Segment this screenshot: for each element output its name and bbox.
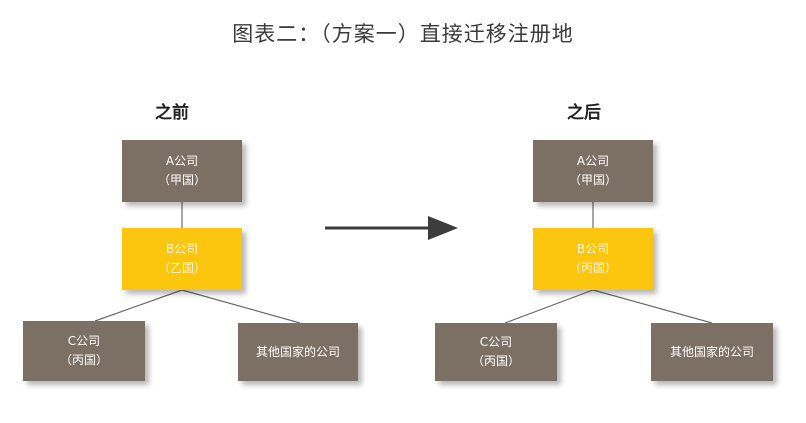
before-company-a-name: A公司 — [165, 154, 199, 168]
after-company-a-box: A公司 （甲国） — [533, 140, 653, 202]
before-other-company-box: 其他国家的公司 — [238, 323, 358, 381]
before-b-c-line — [94, 289, 183, 322]
before-company-c-name: C公司 — [67, 334, 101, 348]
after-company-a-name: A公司 — [576, 154, 610, 168]
diagram-title: 图表二：（方案一）直接迁移注册地 — [232, 22, 574, 46]
after-company-c-box: C公司 （丙国） — [435, 323, 557, 381]
before-company-a-country: （甲国） — [157, 173, 206, 187]
after-other-company-box: 其他国家的公司 — [651, 323, 773, 381]
after-company-c-country: （丙国） — [471, 354, 520, 368]
after-company-b-name: B公司 — [576, 242, 610, 256]
after-b-other-line — [592, 289, 713, 324]
before-company-b-box: B公司 （乙国） — [122, 228, 242, 290]
before-company-c-box: C公司 （丙国） — [23, 321, 145, 381]
before-company-a-box: A公司 （甲国） — [122, 140, 242, 202]
before-company-b-country: （乙国） — [157, 261, 206, 275]
before-label: 之前 — [155, 103, 189, 123]
after-other-company-name: 其他国家的公司 — [669, 344, 754, 359]
before-company-b-name: B公司 — [165, 242, 199, 256]
before-company-c-country: （丙国） — [59, 353, 108, 367]
after-company-b-box: B公司 （丙国） — [533, 228, 653, 290]
after-label: 之后 — [567, 103, 601, 123]
after-company-b-country: （丙国） — [568, 261, 617, 275]
after-company-a-country: （甲国） — [568, 173, 617, 187]
before-b-other-line — [181, 289, 301, 324]
after-b-c-line — [504, 289, 594, 324]
before-other-company-name: 其他国家的公司 — [255, 344, 340, 359]
after-company-c-name: C公司 — [479, 335, 513, 349]
